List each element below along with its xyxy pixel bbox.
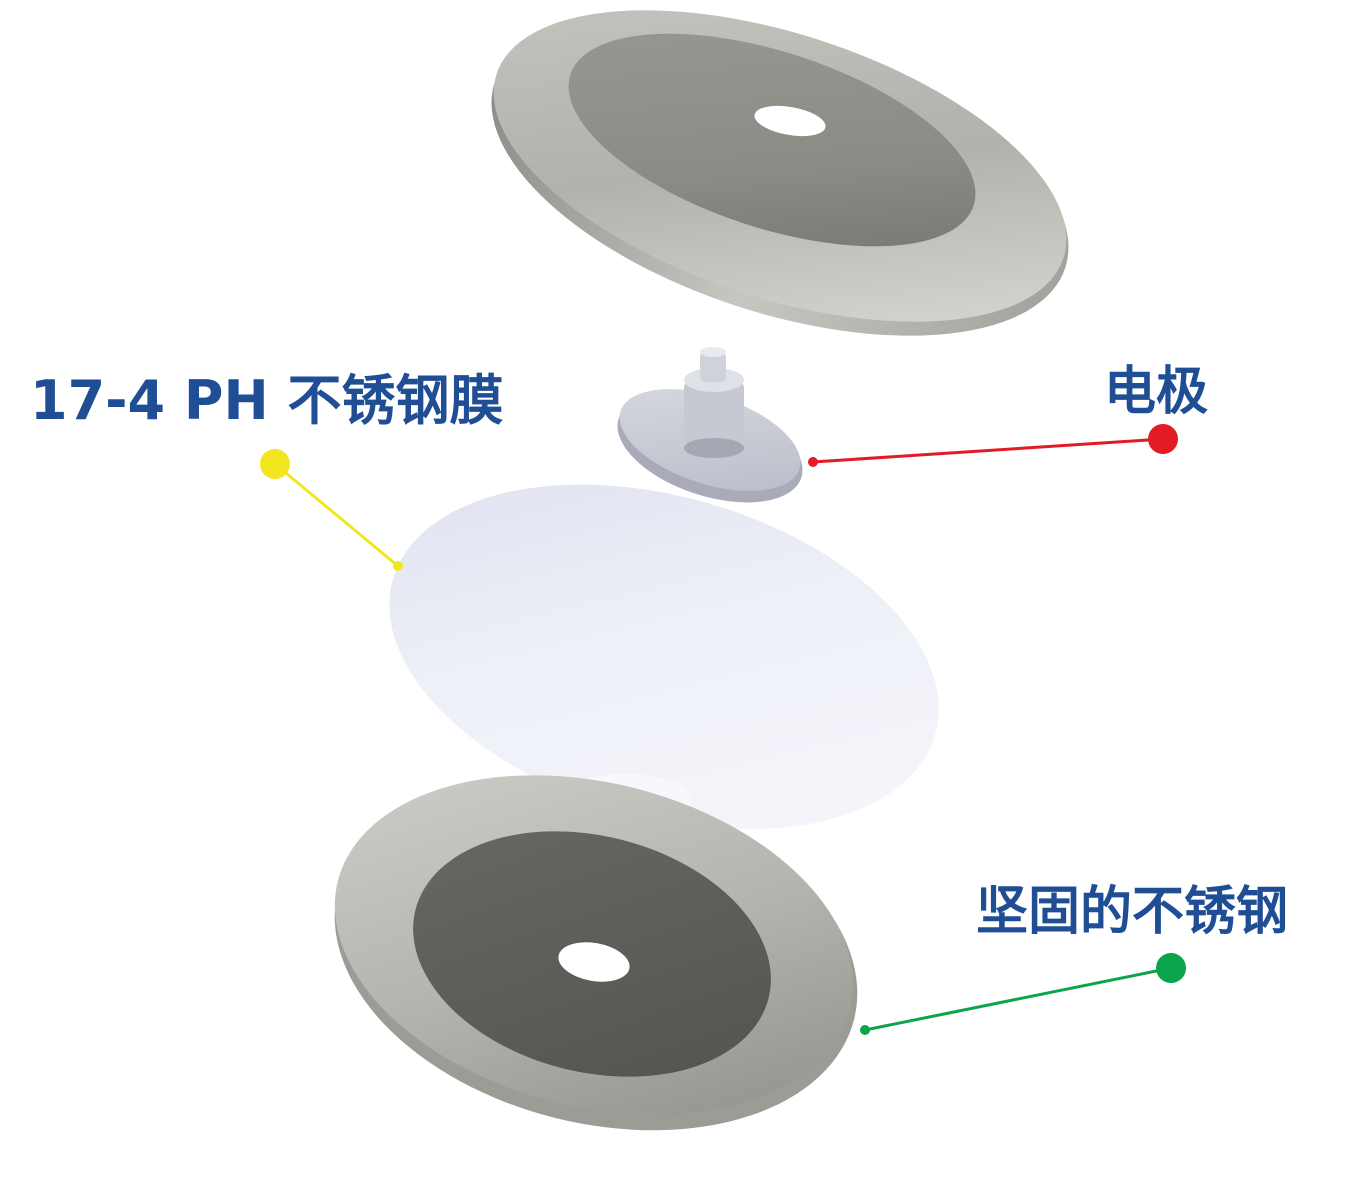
electrode-marker-dot: [1148, 424, 1178, 454]
membrane-label: 17-4 PH 不锈钢膜: [30, 369, 504, 432]
steel-anchor-dot: [860, 1025, 870, 1035]
electrode-leader-line: [812, 437, 1164, 464]
steel-leader-line: [864, 966, 1172, 1032]
electrode-label: 电极: [1104, 362, 1209, 422]
electrode-anchor-dot: [808, 457, 818, 467]
membrane-marker-dot: [260, 449, 290, 479]
bottom-steel-plate: [334, 775, 858, 1131]
membrane-leader-line: [274, 462, 399, 568]
membrane-anchor-dot: [393, 561, 403, 571]
steel-label: 坚固的不锈钢: [976, 882, 1289, 942]
steel-marker-dot: [1156, 953, 1186, 983]
top-steel-plate: [491, 10, 1069, 336]
electrode-part: [617, 347, 803, 503]
